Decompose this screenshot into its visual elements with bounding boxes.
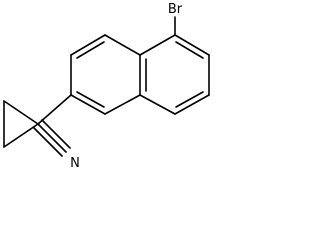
- double-bond-c3-c4: [175, 91, 204, 108]
- double-bond-c6-c5: [76, 91, 105, 108]
- double-bond-c8-c7: [76, 41, 105, 59]
- bond-c1-c2: [174, 34, 210, 56]
- nitrile-triple-bond-c: [33, 127, 63, 157]
- nitrogen-label: N: [70, 156, 80, 171]
- bond-c8a-c8: [104, 34, 141, 56]
- chemical-structure-diagram: Br N: [3, 2, 210, 171]
- bond-c4-c4a: [139, 94, 176, 115]
- nitrile-triple-bond-a: [37, 123, 67, 153]
- bond-c5-c4a: [104, 94, 141, 115]
- bond-c8-c7: [70, 34, 106, 56]
- double-bond-c1-c2: [175, 41, 204, 59]
- bond-cp-bottom-cq: [3, 123, 39, 148]
- cyclopropane-ring: [3, 94, 72, 148]
- bond-cq-cp-top: [3, 100, 39, 125]
- bond-naphthyl-cq: [37, 94, 72, 125]
- naphthalene-right-ring: [139, 34, 210, 115]
- nitrile-group: [33, 119, 71, 157]
- naphthalene-left-ring: [70, 34, 141, 115]
- bond-c6-c5: [70, 94, 106, 115]
- bromine-label: Br: [168, 2, 183, 17]
- bond-c8a-c1: [139, 34, 176, 56]
- nitrile-triple-bond-b: [41, 119, 71, 149]
- bond-c3-c4: [174, 94, 210, 115]
